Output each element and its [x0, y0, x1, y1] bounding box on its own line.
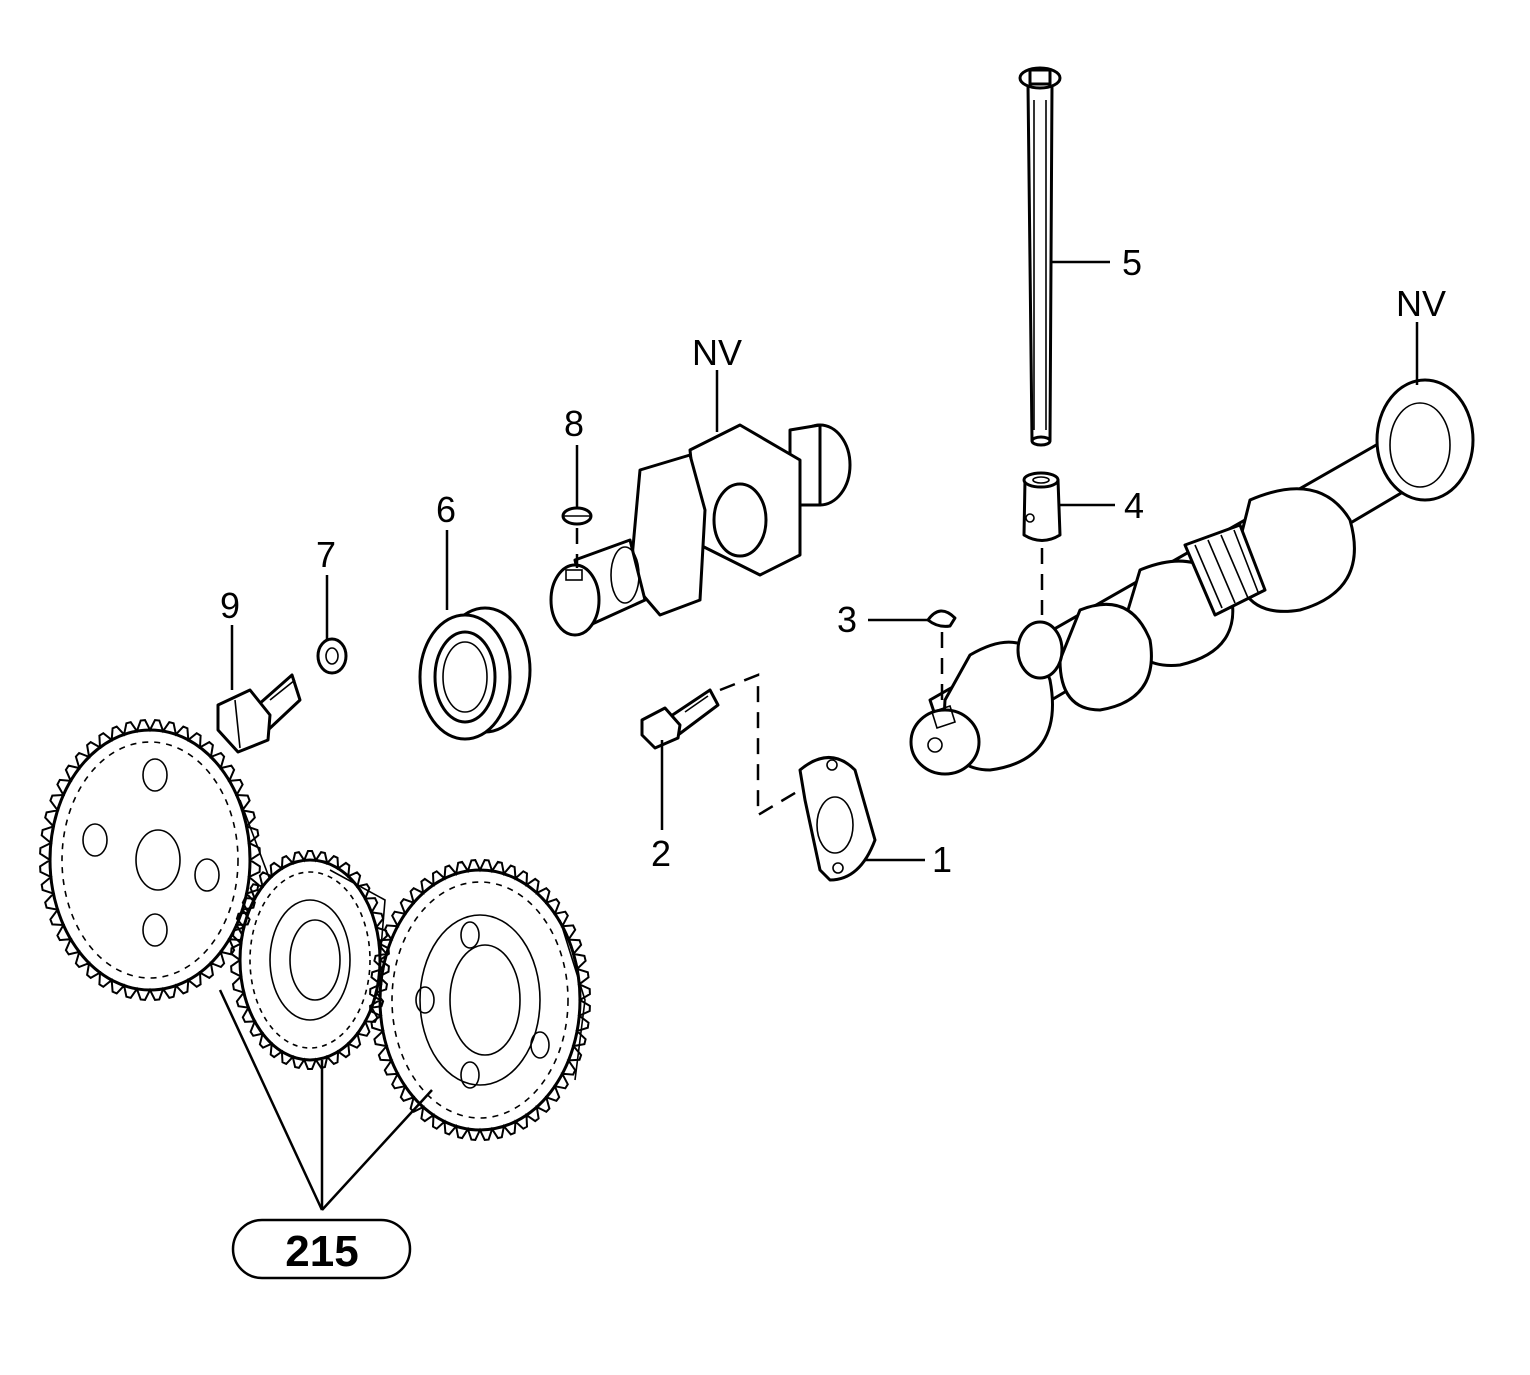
key-crank — [561, 506, 593, 526]
callout-6: 6 — [436, 489, 456, 530]
reference-box-label: 215 — [285, 1227, 358, 1276]
callout-nv-camshaft: NV — [1396, 283, 1446, 324]
push-rod — [1018, 66, 1062, 447]
camshaft — [909, 378, 1475, 776]
gear-teeth-left — [39, 719, 261, 1001]
tappet — [1022, 471, 1062, 542]
oil-seal — [418, 606, 532, 741]
gear-large-right — [378, 868, 586, 1132]
callout-4: 4 — [1124, 485, 1144, 526]
callout-1: 1 — [932, 839, 952, 880]
gear-large-left — [48, 728, 271, 992]
callout-nv-crankshaft: NV — [692, 332, 742, 373]
reference-box[interactable]: 215 — [231, 1218, 412, 1280]
gear-helical-middle — [238, 858, 386, 1062]
callout-5: 5 — [1122, 242, 1142, 283]
gear-teeth-right — [369, 859, 591, 1141]
callout-9: 9 — [220, 585, 240, 626]
callout-2: 2 — [651, 833, 671, 874]
leader-lines — [218, 260, 1419, 1211]
crankshaft — [549, 423, 852, 637]
washer — [316, 637, 348, 675]
callout-3: 3 — [837, 599, 857, 640]
bolt-cover — [640, 688, 720, 750]
flange-cover — [798, 756, 877, 882]
callout-8: 8 — [564, 403, 584, 444]
bolt-gear — [216, 673, 302, 754]
woodruff-key-cam — [926, 609, 957, 628]
callout-7: 7 — [316, 534, 336, 575]
gear-teeth-middle — [230, 850, 390, 1070]
